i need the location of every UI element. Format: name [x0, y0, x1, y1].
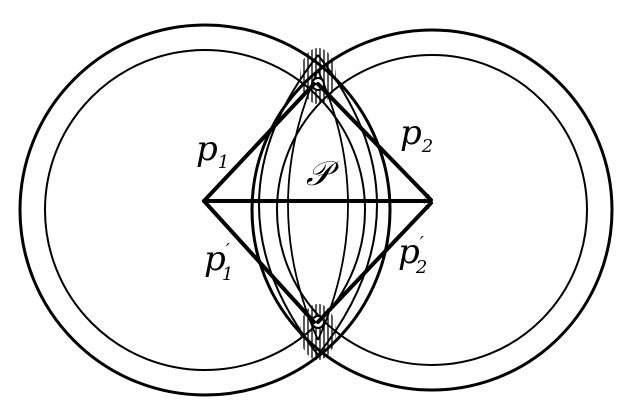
label-p2-prime: p′2 — [398, 232, 427, 278]
label-P: 𝒫 — [306, 154, 340, 194]
lens-outer-arc-left — [258, 54, 319, 356]
vector-p1 — [202, 82, 316, 203]
left-inner-circle — [44, 49, 366, 371]
label-p2: p2 — [400, 113, 433, 157]
vector-group — [202, 82, 433, 324]
right-outer-circle — [250, 28, 614, 392]
right-inner-circle — [276, 54, 588, 366]
label-p1: p1 — [196, 129, 229, 173]
vector-p2 — [316, 82, 433, 202]
left-outer-circle — [18, 23, 392, 397]
lens-inner-arc-left — [287, 69, 319, 341]
label-p1-prime: p′1 — [204, 239, 233, 285]
lens-outer-arc-right — [317, 54, 378, 356]
vector-p1-prime — [202, 199, 316, 324]
vector-p2-prime — [316, 201, 433, 324]
